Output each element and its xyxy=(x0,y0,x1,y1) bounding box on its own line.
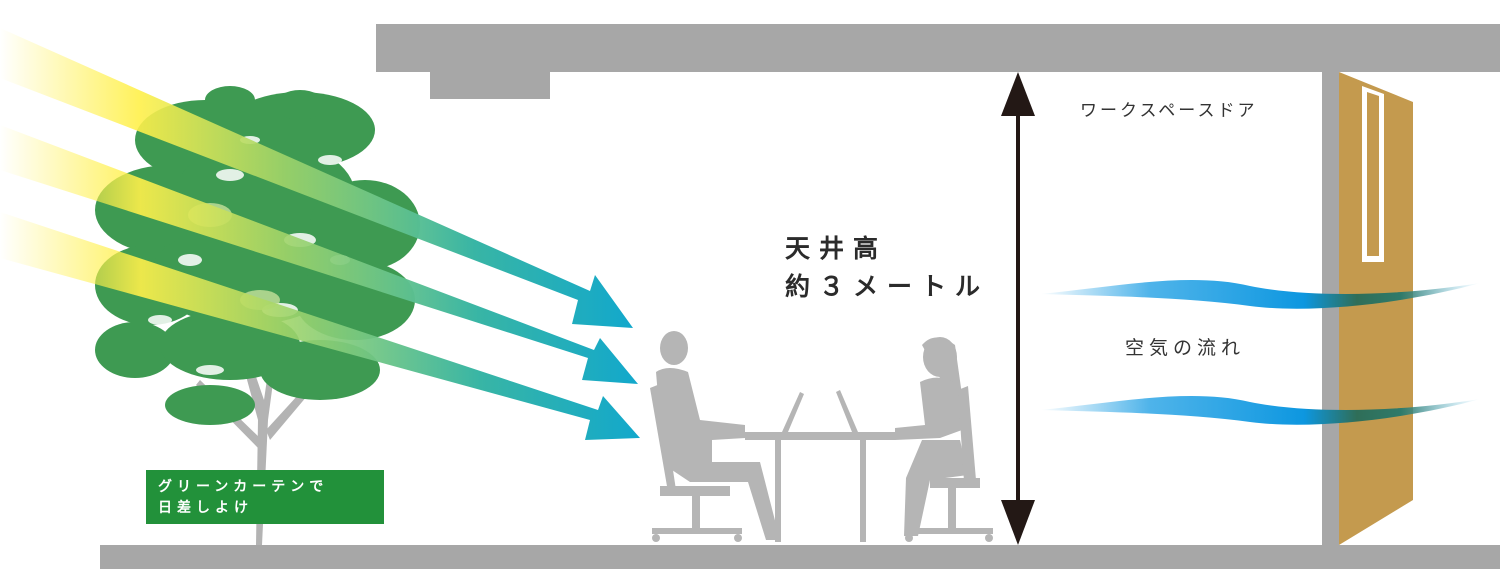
ceiling-height-line2: 約３メートル xyxy=(785,272,990,301)
air-flow-icon xyxy=(1040,280,1480,425)
sun-ray-1 xyxy=(0,28,633,328)
door-frame-post xyxy=(1322,72,1339,545)
sun-ray-2 xyxy=(0,125,638,384)
sun-ray-3 xyxy=(0,212,640,440)
sun-ray-arrow-icon xyxy=(0,28,640,440)
green-curtain-line2: 日差しよけ xyxy=(158,500,253,516)
door-label: ワークスペースドア xyxy=(1080,101,1258,121)
ceiling-slab xyxy=(376,24,1500,72)
ceiling-height-label: 天井高 約３メートル xyxy=(785,230,989,306)
air-stream-1 xyxy=(1040,280,1480,309)
air-stream-2 xyxy=(1040,396,1480,425)
green-curtain-badge: グリーンカーテンで 日差しよけ xyxy=(146,470,384,524)
green-curtain-line1: グリーンカーテンで xyxy=(158,479,329,495)
ceiling-height-line1: 天井高 xyxy=(785,234,888,263)
airflow-label: 空気の流れ xyxy=(1125,337,1246,359)
ceiling-beam xyxy=(430,60,550,99)
building-structure xyxy=(100,24,1500,569)
person-silhouette-icon xyxy=(650,331,993,542)
height-arrow-icon xyxy=(1001,72,1035,545)
floor-slab xyxy=(100,545,1500,569)
door-icon xyxy=(1339,72,1413,545)
